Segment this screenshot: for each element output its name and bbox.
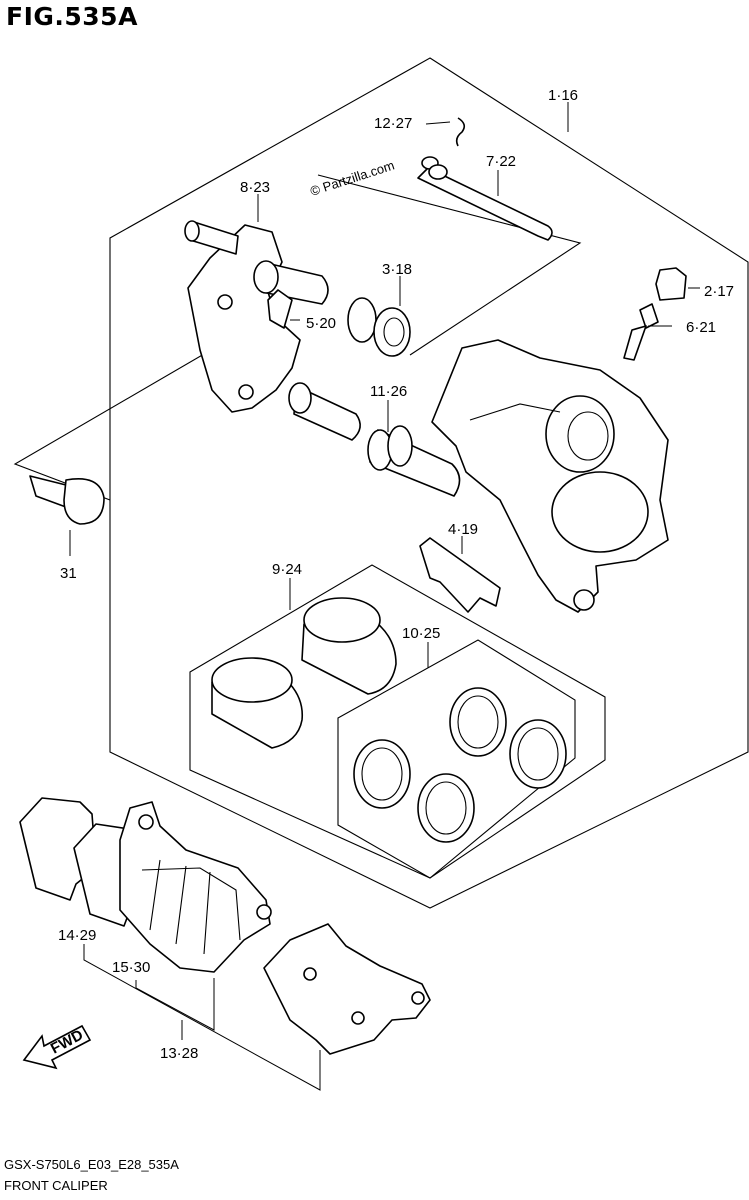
seal-group-box	[337, 639, 576, 879]
seal-part-10-d[interactable]	[417, 773, 475, 843]
clip-part-12[interactable]	[455, 117, 466, 147]
callout-12-27: 12·27	[374, 115, 412, 132]
callout-6-21: 6·21	[686, 319, 716, 336]
mounting-bolt-part-31[interactable]	[29, 475, 105, 525]
callout-2-17: 2·17	[704, 283, 734, 300]
seal-part-10-a[interactable]	[449, 687, 507, 757]
piston-part-9-a[interactable]	[301, 597, 397, 695]
assembly-outline	[109, 57, 749, 909]
callout-10-25: 10·25	[402, 625, 440, 642]
watermark-text: © Partzilla.com	[308, 158, 396, 199]
section-line-bracket	[13, 335, 236, 501]
piston-group-box	[189, 564, 606, 879]
section-line-pin	[317, 174, 582, 356]
figure-title: FIG.535A	[6, 2, 138, 31]
callout-3-18: 3·18	[382, 261, 412, 278]
brake-pad-part-13-b[interactable]	[263, 923, 431, 1055]
callout-13-28: 13·28	[160, 1045, 198, 1062]
bleeder-cap-part-2[interactable]	[655, 267, 687, 301]
callout-9-24: 9·24	[272, 561, 302, 578]
piston-part-9-b[interactable]	[211, 657, 304, 749]
seal-part-10-b[interactable]	[509, 719, 567, 789]
callout-4-19: 4·19	[448, 521, 478, 538]
boot-part-3[interactable]	[347, 297, 411, 357]
callout-1-16: 1·16	[548, 87, 578, 104]
model-code: GSX-S750L6_E03_E28_535A	[4, 1157, 179, 1172]
callout-31: 31	[60, 565, 77, 582]
caliper-body[interactable]	[431, 339, 669, 613]
fwd-arrow-icon: FWD	[22, 1024, 92, 1070]
callout-8-23: 8·23	[240, 179, 270, 196]
pad-spring-part-4[interactable]	[419, 537, 501, 613]
brake-pad-part-13-a[interactable]	[119, 801, 272, 973]
callout-7-22: 7·22	[486, 153, 516, 170]
pad-spring-part-5[interactable]	[267, 289, 293, 329]
callout-11-26: 11·26	[370, 383, 407, 400]
callout-5-20: 5·20	[306, 315, 336, 332]
seal-part-10-c[interactable]	[353, 739, 411, 809]
slide-pin-part-7[interactable]	[417, 156, 553, 241]
callout-15-30: 15·30	[112, 959, 150, 976]
leader-lines	[69, 102, 700, 1091]
callout-14-29: 14·29	[58, 927, 96, 944]
bleeder-valve-part-6[interactable]	[623, 303, 659, 361]
diagram-caption: FRONT CALIPER	[4, 1178, 108, 1193]
boot-part-11[interactable]	[367, 425, 461, 497]
